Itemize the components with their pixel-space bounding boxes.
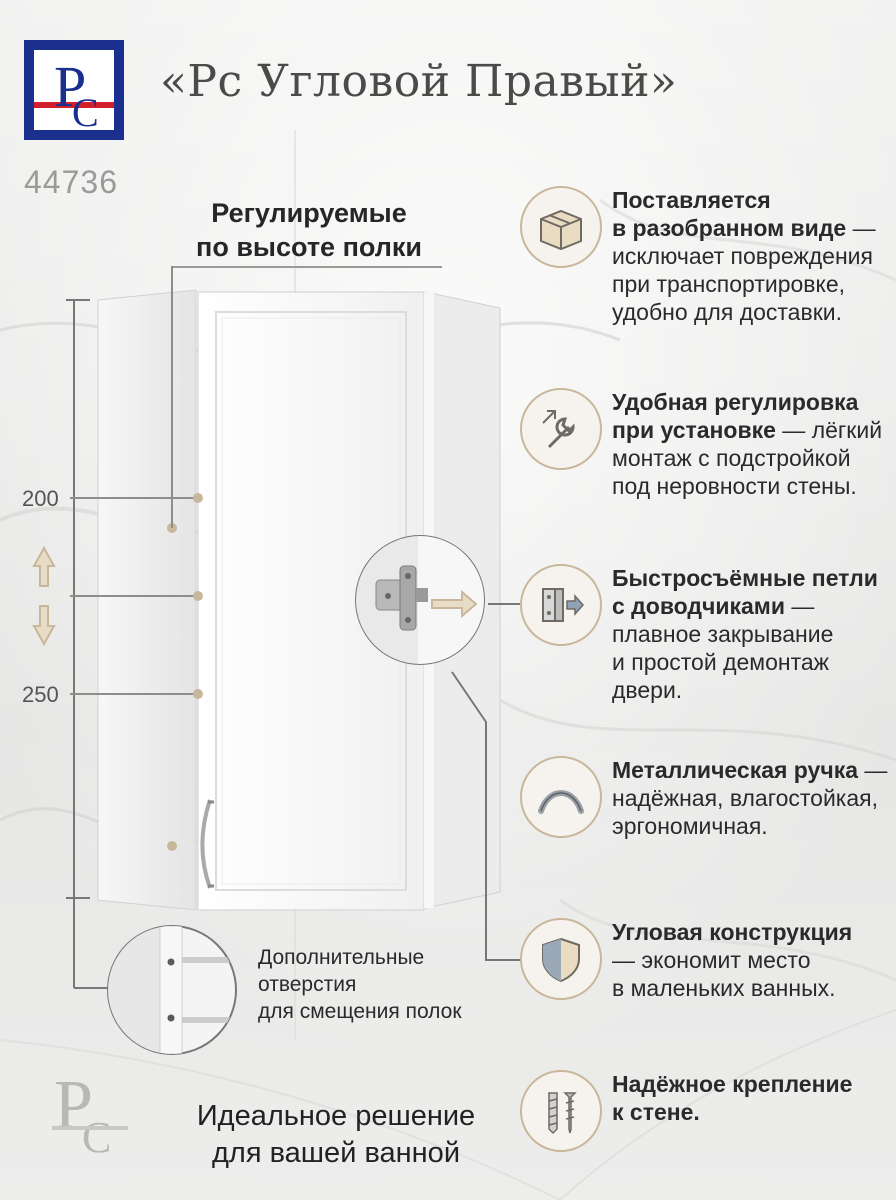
shield-icon xyxy=(542,937,580,983)
shelf-holes-zoom xyxy=(107,925,237,1055)
svg-text:C: C xyxy=(72,90,99,135)
arrow-down-icon xyxy=(32,605,56,647)
brand-logo-watermark: P C xyxy=(52,1067,128,1156)
bottom-tagline: Идеальное решение для вашей ванной xyxy=(186,1098,486,1172)
hinge-zoom xyxy=(355,535,485,665)
shelves-heading-line2: по высоте полки xyxy=(196,232,422,262)
arrow-up-icon xyxy=(32,545,56,587)
handle-icon xyxy=(538,790,584,814)
feature-1-title-line2: в разобранном виде xyxy=(612,215,847,241)
holes-note-line1: Дополнительные xyxy=(258,946,425,969)
brand-logo: P C xyxy=(24,40,124,140)
dowel-screw-icon xyxy=(548,1092,577,1135)
holes-note: Дополнительные отверстия для смещения по… xyxy=(258,944,462,1025)
svg-text:P: P xyxy=(54,54,86,119)
box-icon xyxy=(540,209,582,251)
shelves-heading: Регулируемые по высоте полки xyxy=(176,196,442,264)
bottom-tagline-line1: Идеальное решение xyxy=(196,1100,476,1132)
product-sku: 44736 xyxy=(24,164,118,200)
holes-note-line3: для смещения полок xyxy=(258,1000,462,1023)
svg-text:P: P xyxy=(54,1067,93,1144)
shelves-heading-line1: Регулируемые xyxy=(211,198,407,228)
bottom-tagline-line2: для вашей ванной xyxy=(211,1137,461,1169)
product-title: «Рс Угловой Правый» xyxy=(160,56,678,107)
dimension-label-200: 200 xyxy=(22,486,59,511)
shelves-heading-underline xyxy=(172,266,442,268)
svg-text:C: C xyxy=(82,1113,111,1156)
dimension-label-250: 250 xyxy=(22,682,59,707)
door-handle xyxy=(200,799,212,889)
feature-1-title-line1: Поставляется xyxy=(612,187,771,213)
hinge-icon xyxy=(542,588,585,622)
logo-monogram-icon: P C xyxy=(34,50,114,135)
wrench-icon xyxy=(542,410,575,449)
holes-note-line2: отверстия xyxy=(258,973,357,996)
